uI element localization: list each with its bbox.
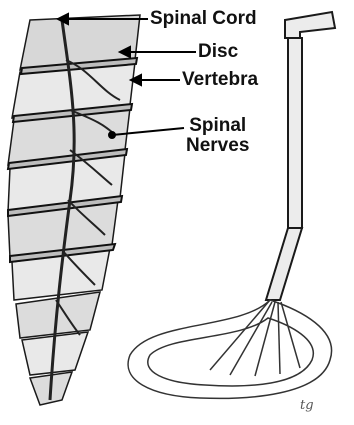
faucet bbox=[266, 12, 335, 300]
label-disc: Disc bbox=[198, 42, 238, 62]
puddle bbox=[128, 300, 331, 398]
label-spinal-nerves: Spinal Nerves bbox=[186, 116, 249, 156]
artist-signature: tg bbox=[300, 398, 314, 413]
label-spinal-cord: Spinal Cord bbox=[150, 9, 257, 29]
label-spinal-nerves-line2: Nerves bbox=[186, 136, 249, 156]
label-spinal-nerves-line1: Spinal bbox=[186, 116, 249, 136]
label-vertebra: Vertebra bbox=[182, 70, 258, 90]
